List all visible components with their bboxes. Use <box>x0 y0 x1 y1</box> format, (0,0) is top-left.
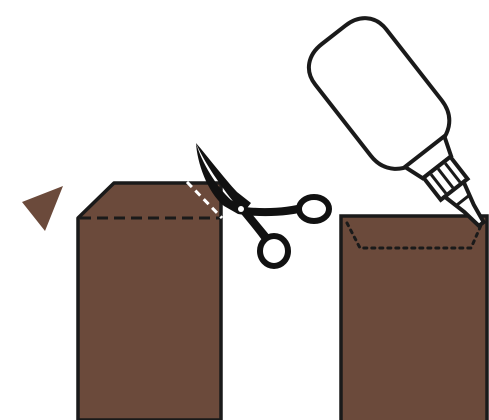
cap-ridge-2 <box>436 167 455 189</box>
scissors-icon <box>196 143 332 269</box>
right-strip-fold-line <box>345 221 484 250</box>
scissors-upper-blade <box>196 143 251 212</box>
left-strip-shape <box>76 181 223 420</box>
glue-bottle-icon <box>306 16 487 229</box>
scissors-pivot <box>238 206 244 212</box>
scissors-upper-handle-arm <box>238 203 308 217</box>
nozzle-band <box>454 193 471 208</box>
glue-bottle-nozzle <box>441 178 487 229</box>
right-paper-strip <box>339 214 489 420</box>
scissors-lower-handle-arm <box>238 206 270 240</box>
cap-ridge-3 <box>444 162 462 184</box>
triangle-offcut-icon <box>22 186 63 231</box>
scissors-lower-ring <box>257 233 291 269</box>
right-strip-shape <box>339 214 489 420</box>
scissors-right-ring <box>296 194 332 224</box>
left-paper-strip <box>76 180 224 420</box>
glue-bottle-body <box>306 16 452 171</box>
cap-ridge-1 <box>429 173 448 195</box>
corner-cut-guide-line <box>185 180 224 220</box>
